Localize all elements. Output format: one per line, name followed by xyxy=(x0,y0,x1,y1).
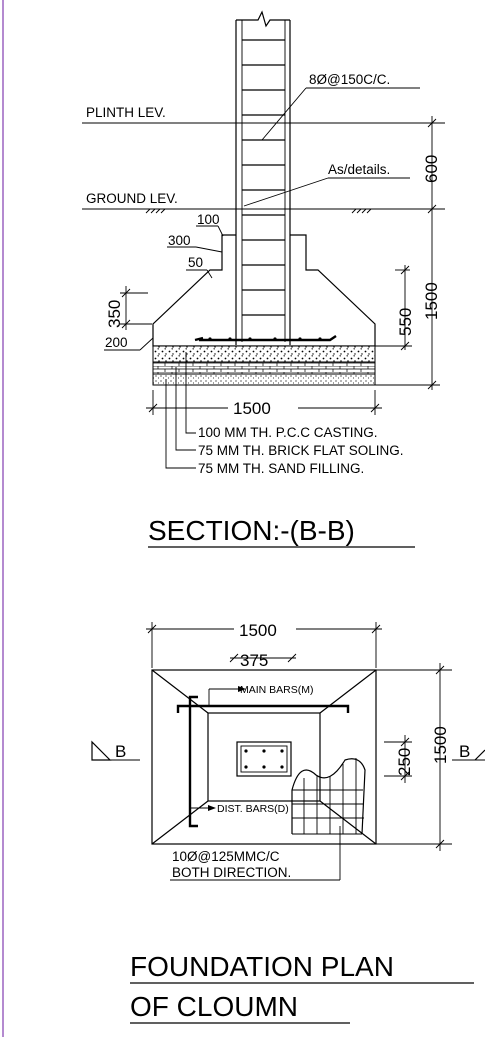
stirrup-spec: 8Ø@150C/C. xyxy=(309,72,390,87)
dim-1500-vertical: 1500 xyxy=(422,282,441,320)
layer-brick-label: 75 MM TH. BRICK FLAT SOLING. xyxy=(198,443,404,458)
offset-300: 300 xyxy=(168,233,191,248)
section-marker-left: B xyxy=(91,740,140,761)
base-rebar xyxy=(194,335,337,342)
section-b-b: PLINTH LEV. GROUND LEV. 8Ø@150C/C. As/de… xyxy=(82,10,445,548)
ground-level-label: GROUND LEV. xyxy=(86,191,178,206)
dim-550: 550 xyxy=(396,308,415,336)
mesh-spec-line2: BOTH DIRECTION. xyxy=(172,865,291,880)
column-plan xyxy=(236,741,292,777)
column-elevation xyxy=(235,10,291,345)
layer-sand-label: 75 MM TH. SAND FILLING. xyxy=(198,461,364,476)
plan-dim-250: 250 xyxy=(395,748,414,776)
foundation-plan: 1500 375 MAIN BARS(M) DIST. BARS(D) xyxy=(91,621,485,1024)
section-marker-right: B xyxy=(452,742,485,761)
footing-plan-outline xyxy=(151,669,377,845)
plan-dim-375: 375 xyxy=(240,651,268,670)
plan-dim-1500-right: 1500 xyxy=(431,726,450,764)
dim-600: 600 xyxy=(422,155,441,183)
ground-hatch-left xyxy=(145,208,166,214)
main-bars xyxy=(176,704,350,713)
plan-title-line2: OF CLOUMN xyxy=(130,991,298,1022)
dim-1500-horizontal: 1500 xyxy=(233,399,271,418)
svg-text:B: B xyxy=(115,742,126,761)
svg-text:B: B xyxy=(459,742,470,761)
depth-350: 350 xyxy=(105,300,124,328)
main-bars-label: MAIN BARS(M) xyxy=(240,684,314,696)
mesh-spec-line1: 10Ø@125MMC/C xyxy=(172,849,280,864)
offset-100: 100 xyxy=(197,212,220,227)
edge-200: 200 xyxy=(105,335,128,350)
mesh-cutout xyxy=(291,758,366,835)
plan-dim-1500-top: 1500 xyxy=(239,621,277,640)
pedestal-outline xyxy=(207,712,321,802)
ground-hatch-right xyxy=(351,208,372,214)
stirrups xyxy=(242,39,285,316)
plinth-level-label: PLINTH LEV. xyxy=(86,105,166,120)
as-details-label: As/details. xyxy=(328,162,390,177)
distribution-bars xyxy=(188,695,198,828)
plan-title-line1: FOUNDATION PLAN xyxy=(130,951,394,982)
layer-pcc-label: 100 MM TH. P.C.C CASTING. xyxy=(198,425,378,440)
dist-bars-label: DIST. BARS(D) xyxy=(217,803,289,815)
section-title: SECTION:-(B-B) xyxy=(148,515,355,546)
offset-50: 50 xyxy=(188,255,203,270)
sand-filling-layer xyxy=(152,373,376,386)
